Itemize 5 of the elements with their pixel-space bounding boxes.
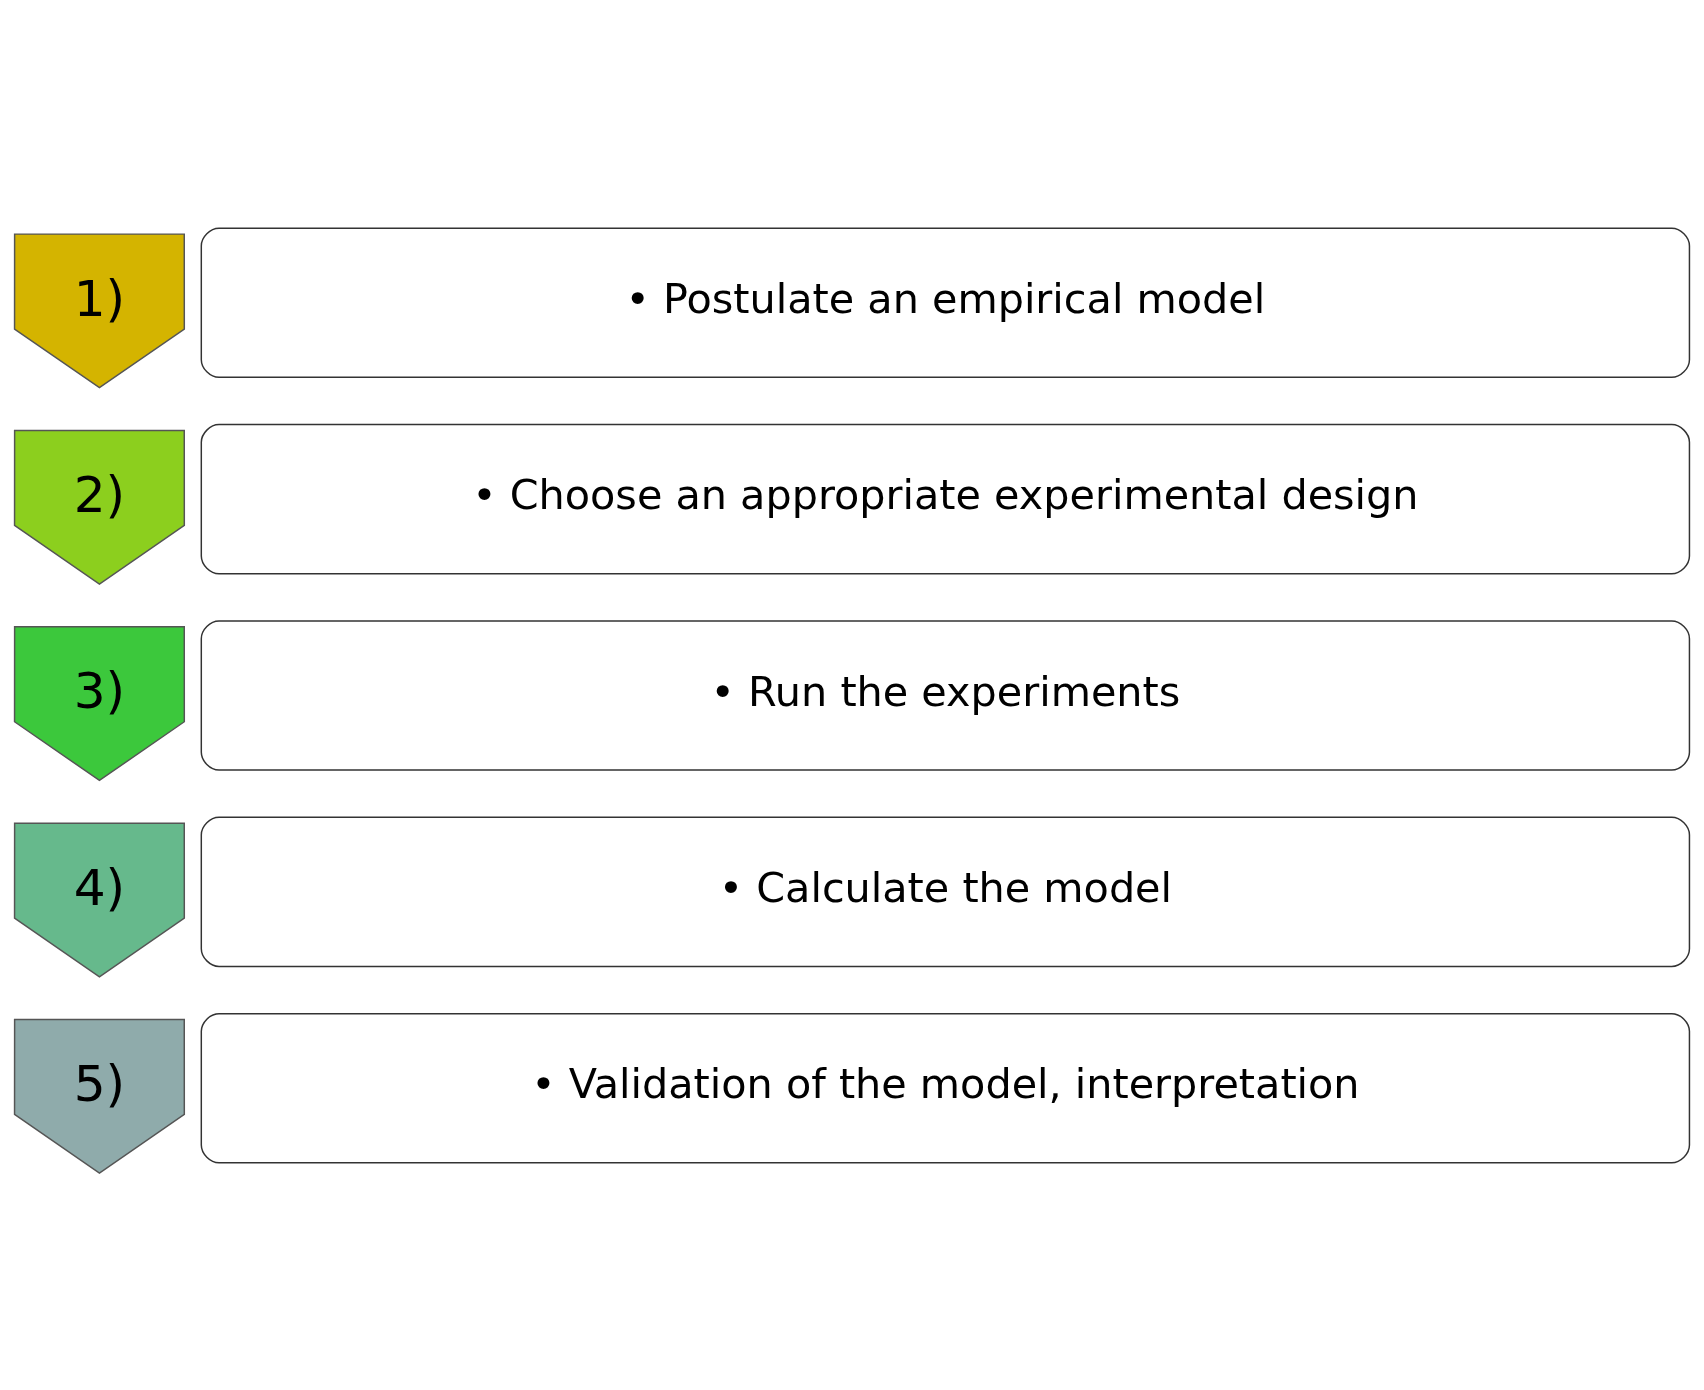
node-box: • Postulate an empirical model	[200, 227, 1691, 378]
node-box: • Calculate the model	[200, 816, 1691, 967]
node-box: • Run the experiments	[200, 619, 1691, 771]
node-box: • Choose an appropriate experimental design	[200, 423, 1691, 574]
node-box: • Validation of the model, interpretation	[200, 1012, 1691, 1163]
